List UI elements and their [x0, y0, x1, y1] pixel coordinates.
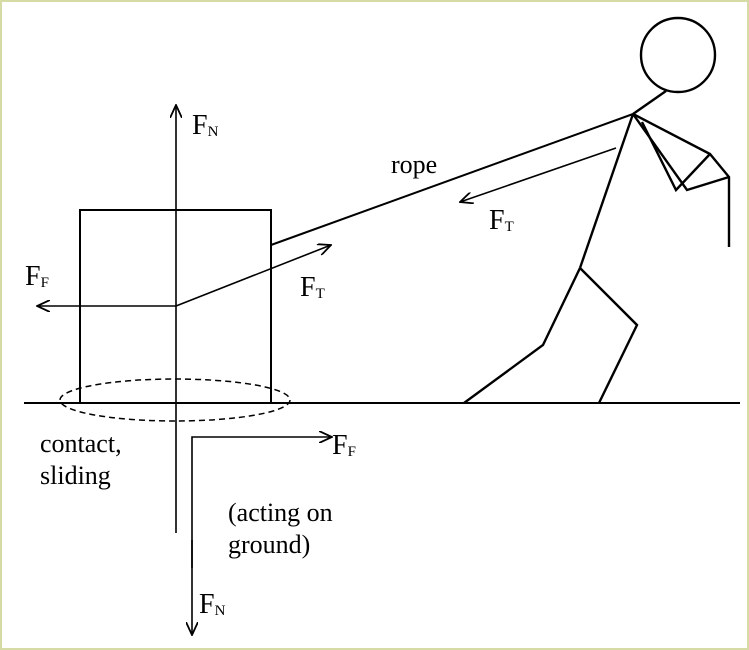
label-friction-force-box: FF [25, 263, 49, 291]
contact-ellipse [59, 378, 291, 422]
friction-force-arrow-ground [191, 437, 332, 568]
label-contact-line1: contact, [40, 429, 122, 458]
label-normal-force-box: FN [192, 112, 218, 140]
label-rope: rope [391, 150, 438, 179]
person-leg-front [463, 267, 582, 404]
label-symbol: F [25, 261, 41, 292]
label-tension-force-box: FT [300, 274, 325, 302]
label-symbol: F [332, 430, 348, 461]
label-acting-line2: ground) [228, 530, 311, 559]
label-symbol: F [192, 110, 208, 141]
label-acting-line1: (acting on [228, 498, 333, 527]
label-symbol: F [300, 272, 316, 303]
stick-figure-person [463, 16, 731, 404]
label-subscript: N [207, 124, 219, 140]
person-arm-upper [632, 112, 731, 247]
label-contact-sliding: contact, sliding [40, 428, 122, 492]
label-subscript: F [347, 444, 356, 460]
label-acting-on-ground: (acting on ground) [228, 497, 333, 561]
person-leg-back [579, 267, 639, 404]
tension-force-arrow-box [175, 245, 331, 307]
tension-force-arrow-person [460, 147, 617, 202]
person-arm-mid [640, 121, 711, 193]
label-symbol: F [199, 589, 215, 620]
label-subscript: F [40, 275, 49, 291]
label-friction-force-ground: FF [332, 432, 356, 460]
person-neck [632, 90, 667, 115]
label-normal-force-ground: FN [199, 591, 225, 619]
label-symbol: F [489, 205, 505, 236]
rope-line [270, 113, 634, 246]
label-subscript: T [315, 286, 325, 302]
person-head [639, 16, 717, 94]
label-subscript: N [214, 603, 226, 619]
label-tension-force-person: FT [489, 207, 514, 235]
person-body [578, 113, 635, 269]
label-subscript: T [504, 219, 514, 235]
label-contact-line2: sliding [40, 461, 111, 490]
person-arm-lower [632, 113, 730, 192]
